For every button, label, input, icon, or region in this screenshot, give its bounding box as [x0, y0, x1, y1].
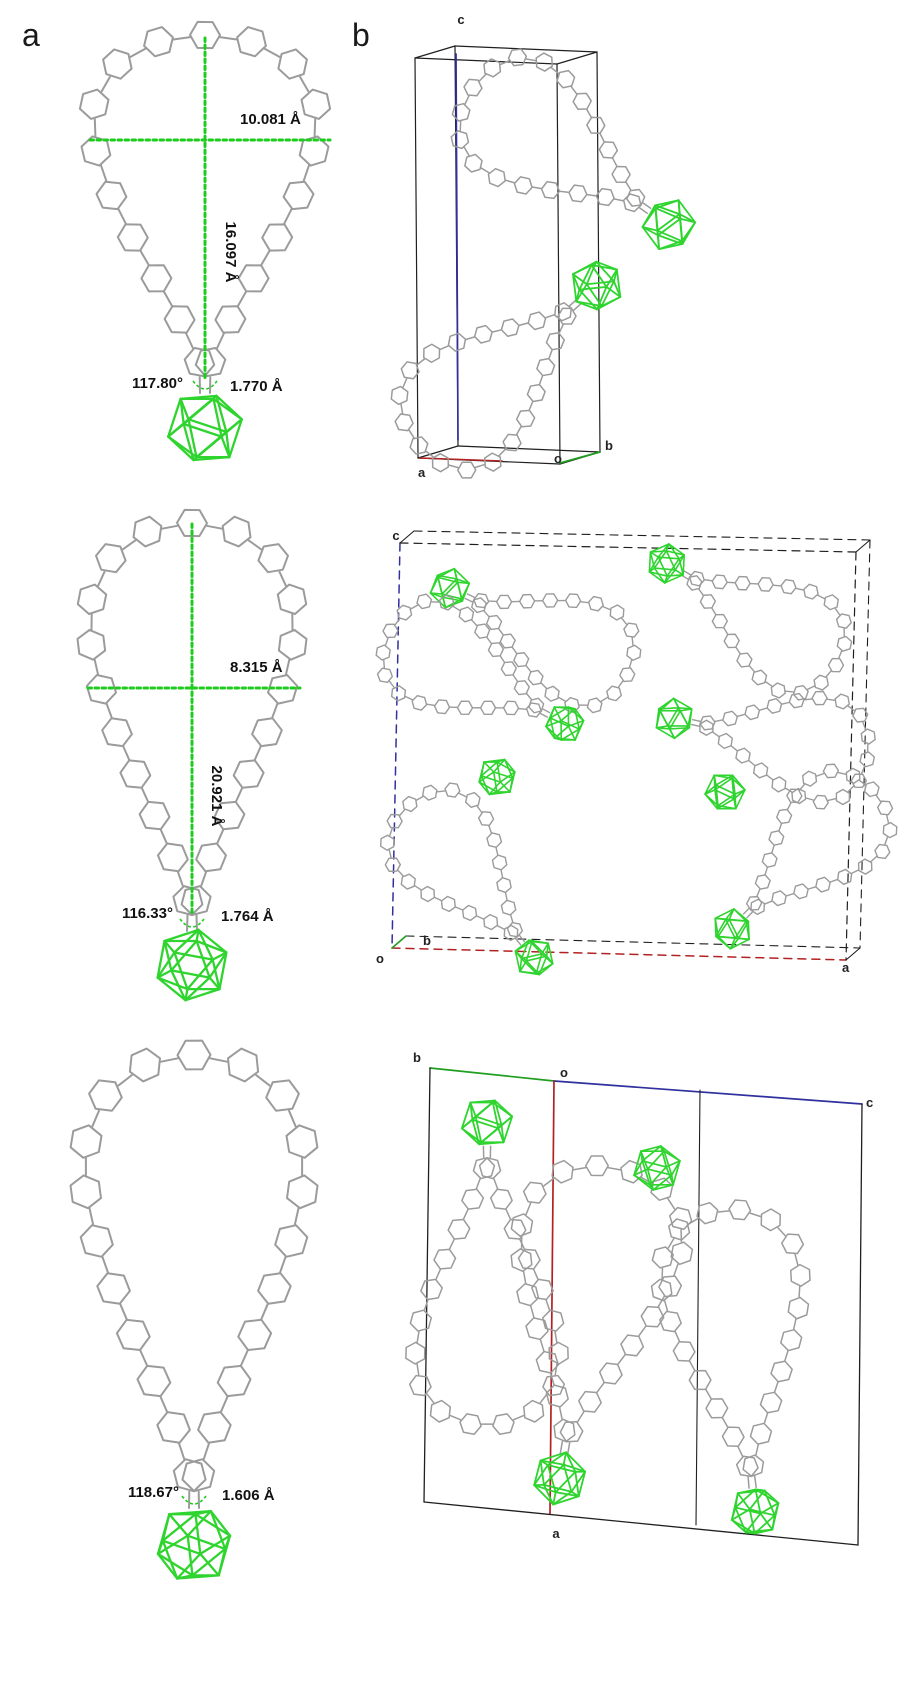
- mol1-bond-label: 1.770 Å: [230, 378, 283, 395]
- packing-molecule: [405, 1099, 569, 1435]
- cell3-c-axis-label: c: [866, 1095, 873, 1110]
- packing-molecule: [379, 782, 554, 976]
- mol1-angle-label: 117.80°: [132, 375, 183, 392]
- cell1-c-axis-label: c: [457, 12, 464, 27]
- cell1-origin-label: o: [554, 451, 562, 466]
- cell2-c-axis-label: c: [392, 528, 399, 543]
- carborane-cage: [478, 758, 516, 796]
- mol2-height-label: 20.921 Å: [208, 766, 225, 827]
- cell2-b-axis-label: b: [423, 933, 431, 948]
- cell3-b-axis-label: b: [413, 1050, 421, 1065]
- packing-molecule: [450, 48, 697, 251]
- artwork-layer: [69, 20, 898, 1580]
- carborane-cage: [167, 394, 243, 462]
- packing-molecule: [375, 593, 585, 741]
- carborane-cage: [460, 1099, 514, 1146]
- measurement-lines: [86, 36, 332, 918]
- cell3-origin-label: o: [560, 1065, 568, 1080]
- unit-cell-3: [423, 1067, 863, 1546]
- mol2-width-label: 8.315 Å: [230, 659, 283, 676]
- mol1-width-label: 10.081 Å: [240, 111, 301, 128]
- carborane-cage: [533, 1451, 587, 1506]
- cell1-a-axis-label: a: [418, 465, 426, 480]
- packing-molecule: [650, 1199, 811, 1535]
- mol2-bond-label: 1.764 Å: [221, 908, 274, 925]
- macrocycle-2: [76, 508, 308, 1002]
- carborane-cage: [648, 543, 686, 584]
- cell2-origin-label: o: [376, 951, 384, 966]
- carborane-cage: [704, 774, 746, 810]
- cell3-a-axis-label: a: [552, 1526, 560, 1541]
- carborane-cage: [730, 1488, 780, 1535]
- carborane-cage: [633, 1145, 681, 1191]
- mol2-angle-label: 116.33°: [122, 905, 173, 922]
- carborane-cage: [545, 706, 585, 741]
- cell2-a-axis-label: a: [842, 960, 850, 975]
- packing-molecule: [390, 260, 622, 479]
- macrocycle-1: [78, 20, 332, 462]
- carborane-cage: [156, 928, 228, 1002]
- packing-molecule: [648, 543, 853, 701]
- mol3-bond-label: 1.606 Å: [222, 1487, 275, 1504]
- packing-molecule: [714, 763, 898, 950]
- packing-molecule: [655, 690, 876, 810]
- carborane-cage: [514, 939, 554, 976]
- panel-label-b: b: [352, 17, 370, 53]
- carborane-cage: [655, 697, 693, 740]
- carborane-cage: [572, 260, 622, 311]
- mol1-height-label: 16.097 Å: [222, 222, 239, 283]
- cell1-b-axis-label: b: [605, 438, 613, 453]
- carborane-cage: [156, 1509, 232, 1580]
- carborane-cage: [429, 567, 471, 609]
- packing-molecule: [510, 1155, 694, 1506]
- macrocycle-3: [69, 1039, 319, 1580]
- carborane-cage: [641, 199, 697, 251]
- carborane-cage: [714, 908, 750, 950]
- unit-cell-2: [391, 530, 871, 961]
- panel-label-a: a: [22, 17, 40, 53]
- unit-cell-1: [414, 45, 601, 465]
- mol3-angle-label: 118.67°: [128, 1484, 179, 1501]
